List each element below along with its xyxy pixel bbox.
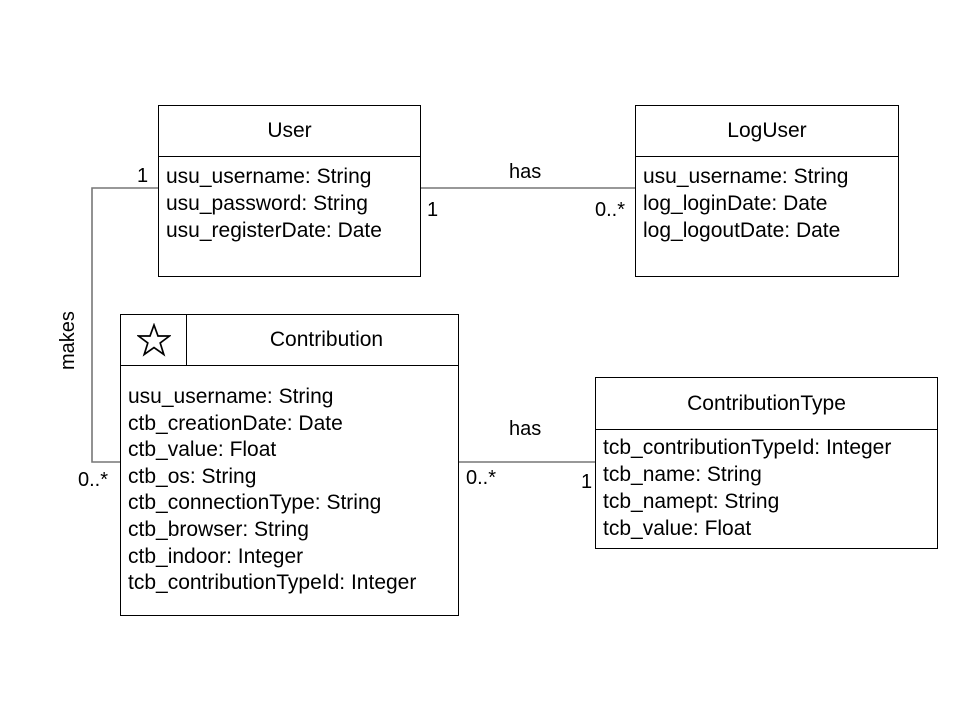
multiplicity-contributiontype-side: 1 [581, 471, 593, 493]
class-loguser-header: LogUser [636, 106, 898, 157]
class-user[interactable]: User usu_username: String usu_password: … [158, 105, 421, 277]
attribute: usu_username: String [166, 165, 372, 188]
attribute: usu_username: String [643, 165, 849, 188]
class-user-attributes: usu_username: String usu_password: Strin… [159, 157, 420, 244]
assoc-line-user-contribution [91, 187, 159, 463]
star-icon [136, 323, 171, 357]
multiplicity-contribution-side: 0..* [466, 467, 497, 489]
class-contributiontype-name: ContributionType [687, 391, 846, 415]
attribute: ctb_value: Float [128, 438, 277, 462]
class-contribution-attributes: usu_username: String ctb_creationDate: D… [121, 366, 458, 597]
multiplicity-user-makes-side: 1 [137, 165, 149, 187]
attribute: tcb_namept: String [603, 490, 780, 513]
attribute: ctb_indoor: Integer [128, 544, 304, 568]
attribute: ctb_browser: String [128, 517, 309, 541]
class-contributiontype-attributes: tcb_contributionTypeId: Integer tcb_name… [596, 430, 937, 542]
attribute: tcb_value: Float [603, 517, 752, 540]
class-user-header: User [159, 106, 420, 157]
class-loguser-name: LogUser [727, 119, 807, 142]
attribute: ctb_creationDate: Date [128, 411, 343, 435]
attribute: log_logoutDate: Date [643, 219, 841, 242]
attribute: ctb_os: String [128, 464, 257, 488]
class-contribution[interactable]: Contribution usu_username: String ctb_cr… [120, 314, 459, 616]
assoc-label-user-loguser: has [509, 161, 542, 183]
multiplicity-contribution-makes-side: 0..* [78, 469, 109, 491]
attribute: tcb_name: String [603, 463, 762, 486]
attribute: ctb_connectionType: String [128, 491, 382, 515]
multiplicity-loguser-side: 0..* [595, 199, 626, 221]
class-contribution-name: Contribution [269, 328, 384, 351]
attribute: usu_registerDate: Date [166, 219, 382, 242]
assoc-label-user-contribution: makes [57, 311, 79, 370]
multiplicity-user-side: 1 [427, 199, 439, 221]
class-contributiontype-header: ContributionType [596, 378, 937, 430]
class-user-name: User [267, 119, 312, 142]
class-loguser-attributes: usu_username: String log_loginDate: Date… [636, 157, 898, 244]
attribute: tcb_contributionTypeId: Integer [603, 436, 892, 459]
class-contributiontype[interactable]: ContributionType tcb_contributionTypeId:… [595, 377, 938, 549]
class-loguser[interactable]: LogUser usu_username: String log_loginDa… [635, 105, 899, 277]
attribute: usu_password: String [166, 192, 368, 215]
class-contribution-header: Contribution [121, 315, 458, 366]
attribute: usu_username: String [128, 385, 334, 408]
attribute: log_loginDate: Date [643, 192, 828, 215]
assoc-label-contribution-contributiontype: has [509, 418, 542, 440]
stereotype-cell [121, 315, 187, 365]
attribute: tcb_contributionTypeId: Integer [128, 571, 417, 595]
